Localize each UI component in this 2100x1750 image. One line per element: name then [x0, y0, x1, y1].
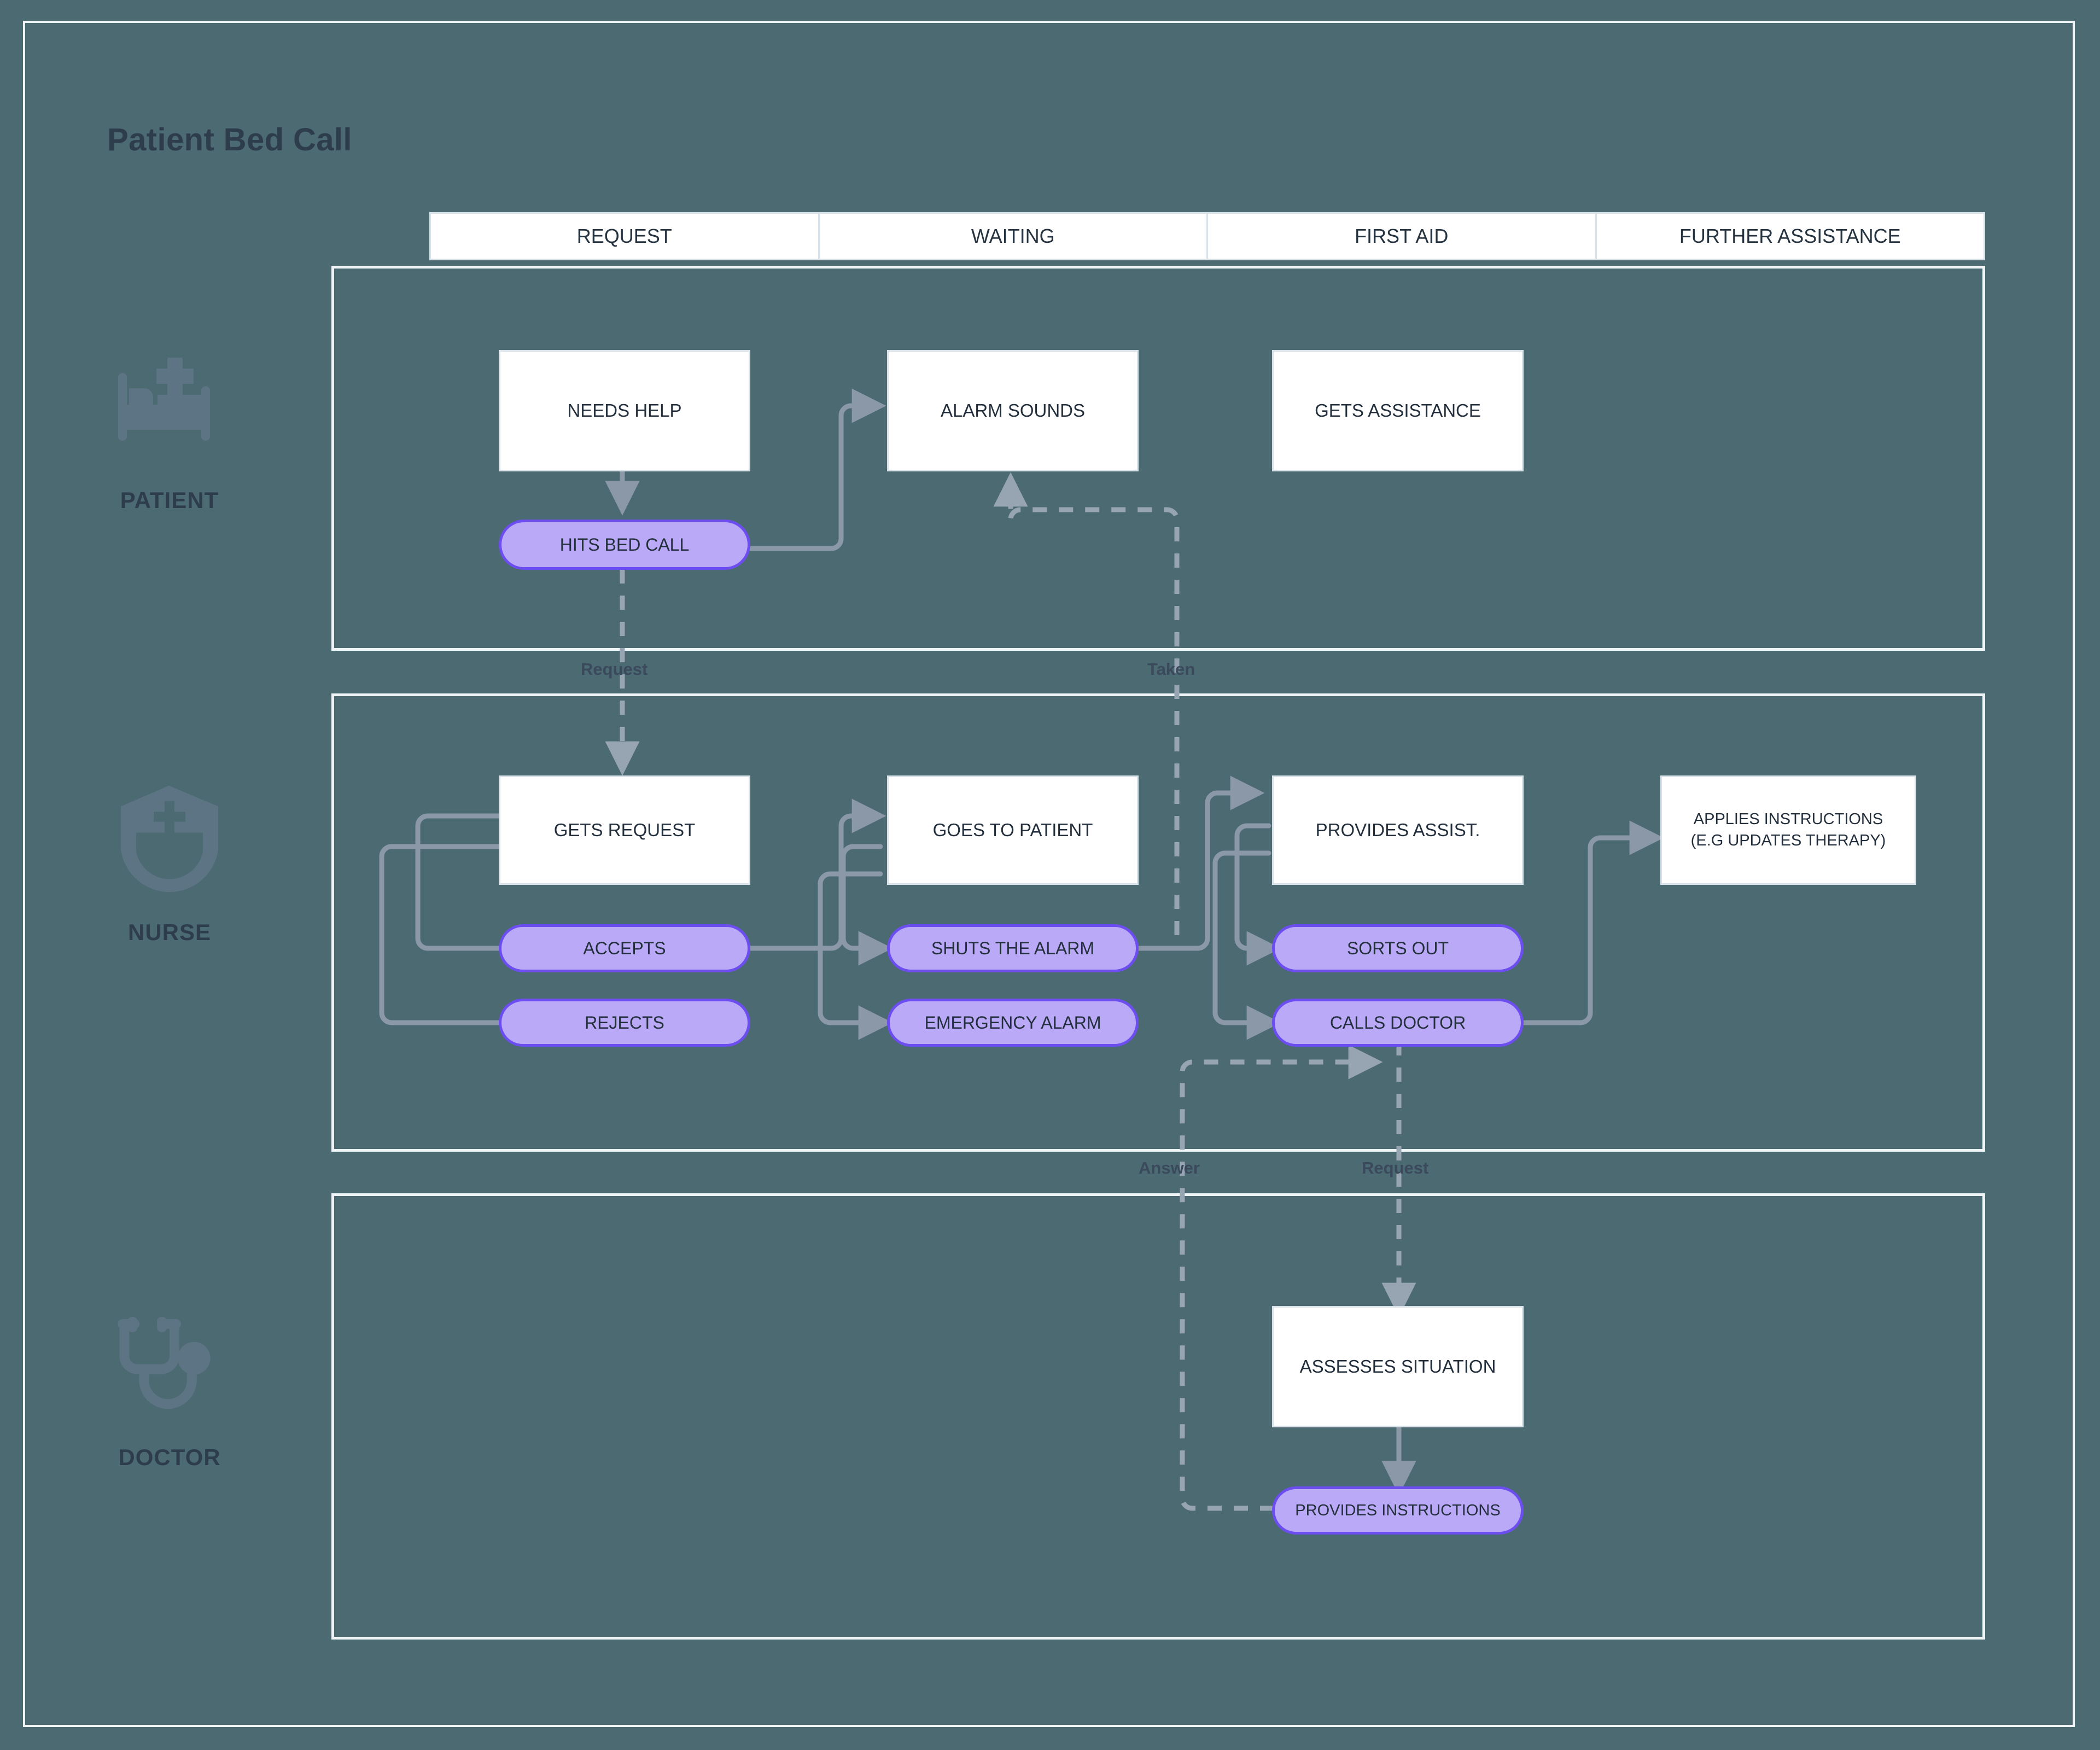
lane-role-label: PATIENT: [120, 487, 219, 513]
lane-role-patient: PATIENT: [71, 355, 268, 514]
node-gets-request[interactable]: GETS REQUEST: [499, 775, 750, 885]
node-applies-instructions[interactable]: APPLIES INSTRUCTIONS (E.G UPDATES THERAP…: [1660, 775, 1916, 885]
node-shuts-the-alarm[interactable]: SHUTS THE ALARM: [887, 924, 1139, 972]
node-hits-bed-call[interactable]: HITS BED CALL: [499, 520, 750, 570]
phase-tab-request[interactable]: REQUEST: [431, 214, 820, 259]
page-title: Patient Bed Call: [107, 122, 352, 158]
phase-header-bar: REQUEST WAITING FIRST AID FURTHER ASSIST…: [429, 212, 1985, 260]
edge-label-taken-nurse-patient: Taken: [1147, 660, 1195, 679]
phase-tab-waiting[interactable]: WAITING: [820, 214, 1208, 259]
edge-label-request-nurse-doctor: Request: [1362, 1158, 1429, 1177]
outer-frame: [23, 21, 2075, 1727]
node-emergency-alarm[interactable]: EMERGENCY ALARM: [887, 999, 1139, 1047]
node-calls-doctor[interactable]: CALLS DOCTOR: [1272, 999, 1524, 1047]
edge-label-request-patient-nurse: Request: [581, 660, 648, 679]
lane-role-nurse: NURSE: [71, 782, 268, 946]
node-gets-assistance[interactable]: GETS ASSISTANCE: [1272, 350, 1524, 471]
stethoscope-icon: [118, 1316, 211, 1409]
phase-tab-first-aid[interactable]: FIRST AID: [1208, 214, 1597, 259]
lane-role-label: DOCTOR: [118, 1444, 221, 1470]
applies-instructions-line-2: (E.G UPDATES THERAPY): [1690, 832, 1886, 849]
node-accepts[interactable]: ACCEPTS: [499, 924, 750, 972]
node-provides-assist[interactable]: PROVIDES ASSIST.: [1272, 775, 1524, 885]
node-goes-to-patient[interactable]: GOES TO PATIENT: [887, 775, 1139, 885]
lane-nurse: [331, 693, 1985, 1152]
node-rejects[interactable]: REJECTS: [499, 999, 750, 1047]
node-assesses-situation[interactable]: ASSESSES SITUATION: [1272, 1306, 1524, 1427]
lane-role-label: NURSE: [127, 919, 212, 945]
lane-patient: [331, 266, 1985, 651]
node-alarm-sounds[interactable]: ALARM SOUNDS: [887, 350, 1139, 471]
edge-label-answer-doctor-nurse: Answer: [1139, 1158, 1200, 1177]
hospital-bed-icon: [71, 355, 268, 473]
nurse-cap-icon: [121, 785, 218, 892]
phase-tab-further-assistance[interactable]: FURTHER ASSISTANCE: [1679, 225, 1901, 247]
applies-instructions-line-1: APPLIES INSTRUCTIONS: [1693, 810, 1883, 828]
lane-role-doctor: DOCTOR: [71, 1312, 268, 1471]
node-sorts-out[interactable]: SORTS OUT: [1272, 924, 1524, 972]
lane-doctor: [331, 1193, 1985, 1640]
node-needs-help[interactable]: NEEDS HELP: [499, 350, 750, 471]
node-provides-instructions[interactable]: PROVIDES INSTRUCTIONS: [1272, 1486, 1524, 1535]
